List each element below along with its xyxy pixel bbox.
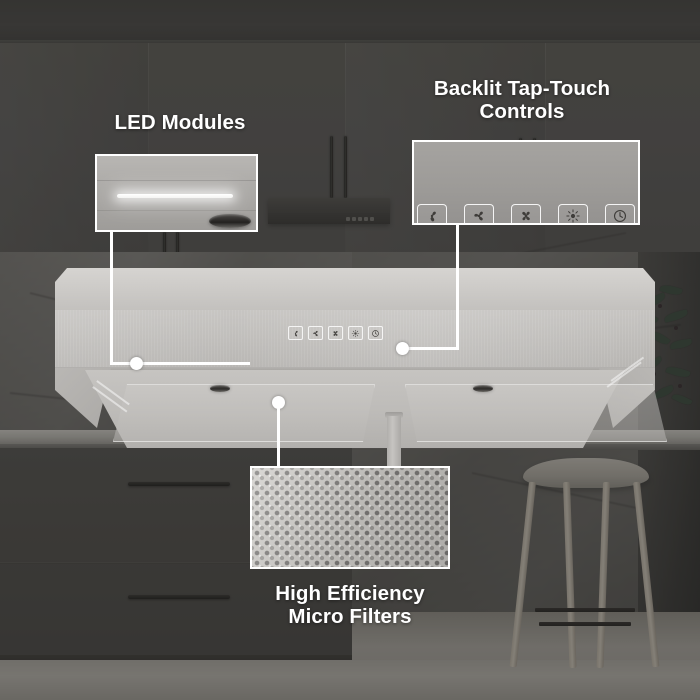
leader-dot-led <box>130 357 143 370</box>
hood-button-fan-speed-high[interactable] <box>328 326 343 340</box>
micro-filter-mesh-overlay <box>252 468 448 567</box>
fan-4-blade-icon <box>333 330 338 336</box>
filter-panel-left <box>113 384 375 442</box>
led-light-strip <box>117 194 233 198</box>
callout-box-led-modules <box>95 154 258 232</box>
cabinet-handle <box>330 136 333 198</box>
hood-button-fan-speed-low[interactable] <box>288 326 303 340</box>
led-lamp-left <box>210 385 230 392</box>
hood-control-panel[interactable] <box>288 326 383 340</box>
callout-title-led-modules: LED Modules <box>60 111 300 135</box>
control-button-fan-speed-medium[interactable] <box>464 204 494 223</box>
light-bulb-icon <box>566 208 580 223</box>
control-button-fan-speed-low[interactable] <box>417 204 447 223</box>
callout-title-line: Micro Filters <box>288 604 412 628</box>
clock-icon <box>613 209 627 222</box>
fan-2-blade-icon <box>430 211 436 221</box>
callout-box-micro-filters <box>250 466 450 569</box>
stool-seat <box>523 458 649 488</box>
cabinet-handle <box>163 232 166 262</box>
fan-3-blade-icon <box>313 330 318 336</box>
leader-line-controls-vertical <box>456 225 459 350</box>
fan-3-blade-icon <box>474 211 483 220</box>
cabinet-seam <box>148 43 149 258</box>
cabinet-handle <box>176 232 179 262</box>
stool-leg <box>563 481 577 669</box>
drawer-handle <box>128 482 230 486</box>
ceiling <box>0 0 700 42</box>
hood-top-surface <box>55 268 655 312</box>
callout-title-backlit-controls: Backlit Tap-Touch Controls <box>408 77 636 124</box>
control-panel-image <box>414 142 638 223</box>
callout-title-line: LED Modules <box>114 111 246 134</box>
callout-title-micro-filters: High Efficiency Micro Filters <box>245 582 455 629</box>
leader-dot-controls <box>396 342 409 355</box>
hood-center-cap <box>385 412 403 418</box>
light-bulb-icon <box>351 329 360 337</box>
led-module-image <box>97 156 256 230</box>
background-hood-controls <box>346 217 374 221</box>
led-lamp-right <box>473 385 493 392</box>
hood-button-light[interactable] <box>348 326 363 340</box>
drawer-seam <box>0 562 352 564</box>
filter-panel-right <box>405 384 667 442</box>
background-hood-face <box>268 213 390 224</box>
micro-filter-image <box>252 468 448 567</box>
callout-box-backlit-controls <box>412 140 640 225</box>
callout-title-line: High Efficiency <box>275 582 425 605</box>
callout-title-line: Backlit Tap-Touch <box>433 77 611 100</box>
hood-button-fan-speed-medium[interactable] <box>308 326 323 340</box>
drawer-handle <box>128 595 230 599</box>
control-button-light[interactable] <box>558 204 588 223</box>
leader-line-filters-vertical <box>277 402 280 468</box>
control-button-row[interactable] <box>414 204 638 223</box>
leader-line-led-vertical <box>110 232 113 364</box>
hood-center-divider <box>387 416 401 474</box>
hood-button-timer[interactable] <box>368 326 383 340</box>
stool-footrest <box>539 622 631 626</box>
leader-line-controls-horizontal <box>405 347 459 350</box>
fan-4-blade-icon <box>522 211 530 220</box>
stool-footrest <box>535 608 635 612</box>
cabinet-handle <box>344 136 347 198</box>
floor <box>0 660 700 700</box>
micro-filter-shading <box>252 468 448 567</box>
leader-line-led-horizontal <box>110 362 250 365</box>
hood-under-edge <box>55 367 655 371</box>
bar-stool <box>509 458 660 669</box>
stool-leg <box>596 481 610 669</box>
range-hood <box>55 268 667 474</box>
control-button-fan-speed-high[interactable] <box>511 204 541 223</box>
control-button-timer[interactable] <box>605 204 635 223</box>
background-range-hood <box>268 198 390 224</box>
callout-title-line: Controls <box>479 99 565 123</box>
fan-2-blade-icon <box>294 330 298 336</box>
ceiling-edge <box>0 40 700 44</box>
led-lamp-closeup <box>209 214 251 228</box>
clock-icon <box>372 329 379 337</box>
